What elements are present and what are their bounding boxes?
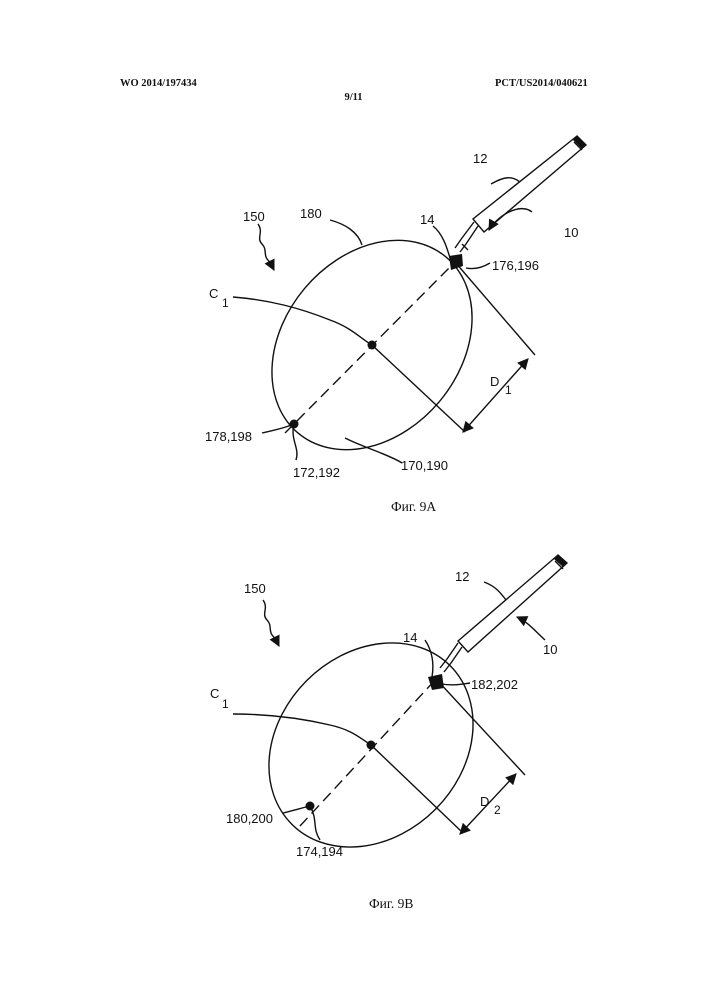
tool-tip-icon: [449, 254, 463, 270]
label-12: 12: [473, 151, 487, 166]
figure-9a: 150 180 14 12 10 176,196 C 1 D 1 178,198…: [205, 136, 586, 490]
label-center: C: [209, 286, 218, 301]
label-far-point: 178,198: [205, 429, 252, 444]
label-150: 150: [243, 209, 265, 224]
label-axis-end: 174,194: [296, 844, 343, 859]
label-axis-end: 172,192: [293, 465, 340, 480]
surgical-tool: [428, 555, 567, 690]
label-14: 14: [403, 630, 417, 645]
label-10: 10: [543, 642, 557, 657]
label-12: 12: [455, 569, 469, 584]
label-center: C: [210, 686, 219, 701]
major-axis: [300, 678, 437, 826]
label-center-sub: 1: [222, 697, 229, 711]
label-150: 150: [244, 581, 266, 596]
figure-caption-9b: Фиг. 9B: [369, 896, 413, 912]
label-dimension-sub: 2: [494, 803, 501, 817]
extension-line: [455, 262, 535, 355]
label-contact-point: 176,196: [492, 258, 539, 273]
label-contact-point: 182,202: [471, 677, 518, 692]
label-180: 180: [300, 206, 322, 221]
figure-9b: 150 14 12 10 182,202 C 1 D 2 180,200 174…: [210, 555, 567, 889]
label-14: 14: [420, 212, 434, 227]
label-dimension-sub: 1: [505, 383, 512, 397]
minor-axis: [372, 345, 465, 432]
minor-axis: [371, 745, 462, 832]
label-surface: 170,190: [401, 458, 448, 473]
label-dimension: D: [490, 374, 499, 389]
figure-caption-9a: Фиг. 9A: [391, 499, 436, 515]
label-far-point: 180,200: [226, 811, 273, 826]
extension-line: [437, 680, 525, 775]
label-center-sub: 1: [222, 296, 229, 310]
dimension-line: [463, 359, 528, 432]
surgical-tool: [449, 136, 586, 270]
label-dimension: D: [480, 794, 489, 809]
label-10: 10: [564, 225, 578, 240]
